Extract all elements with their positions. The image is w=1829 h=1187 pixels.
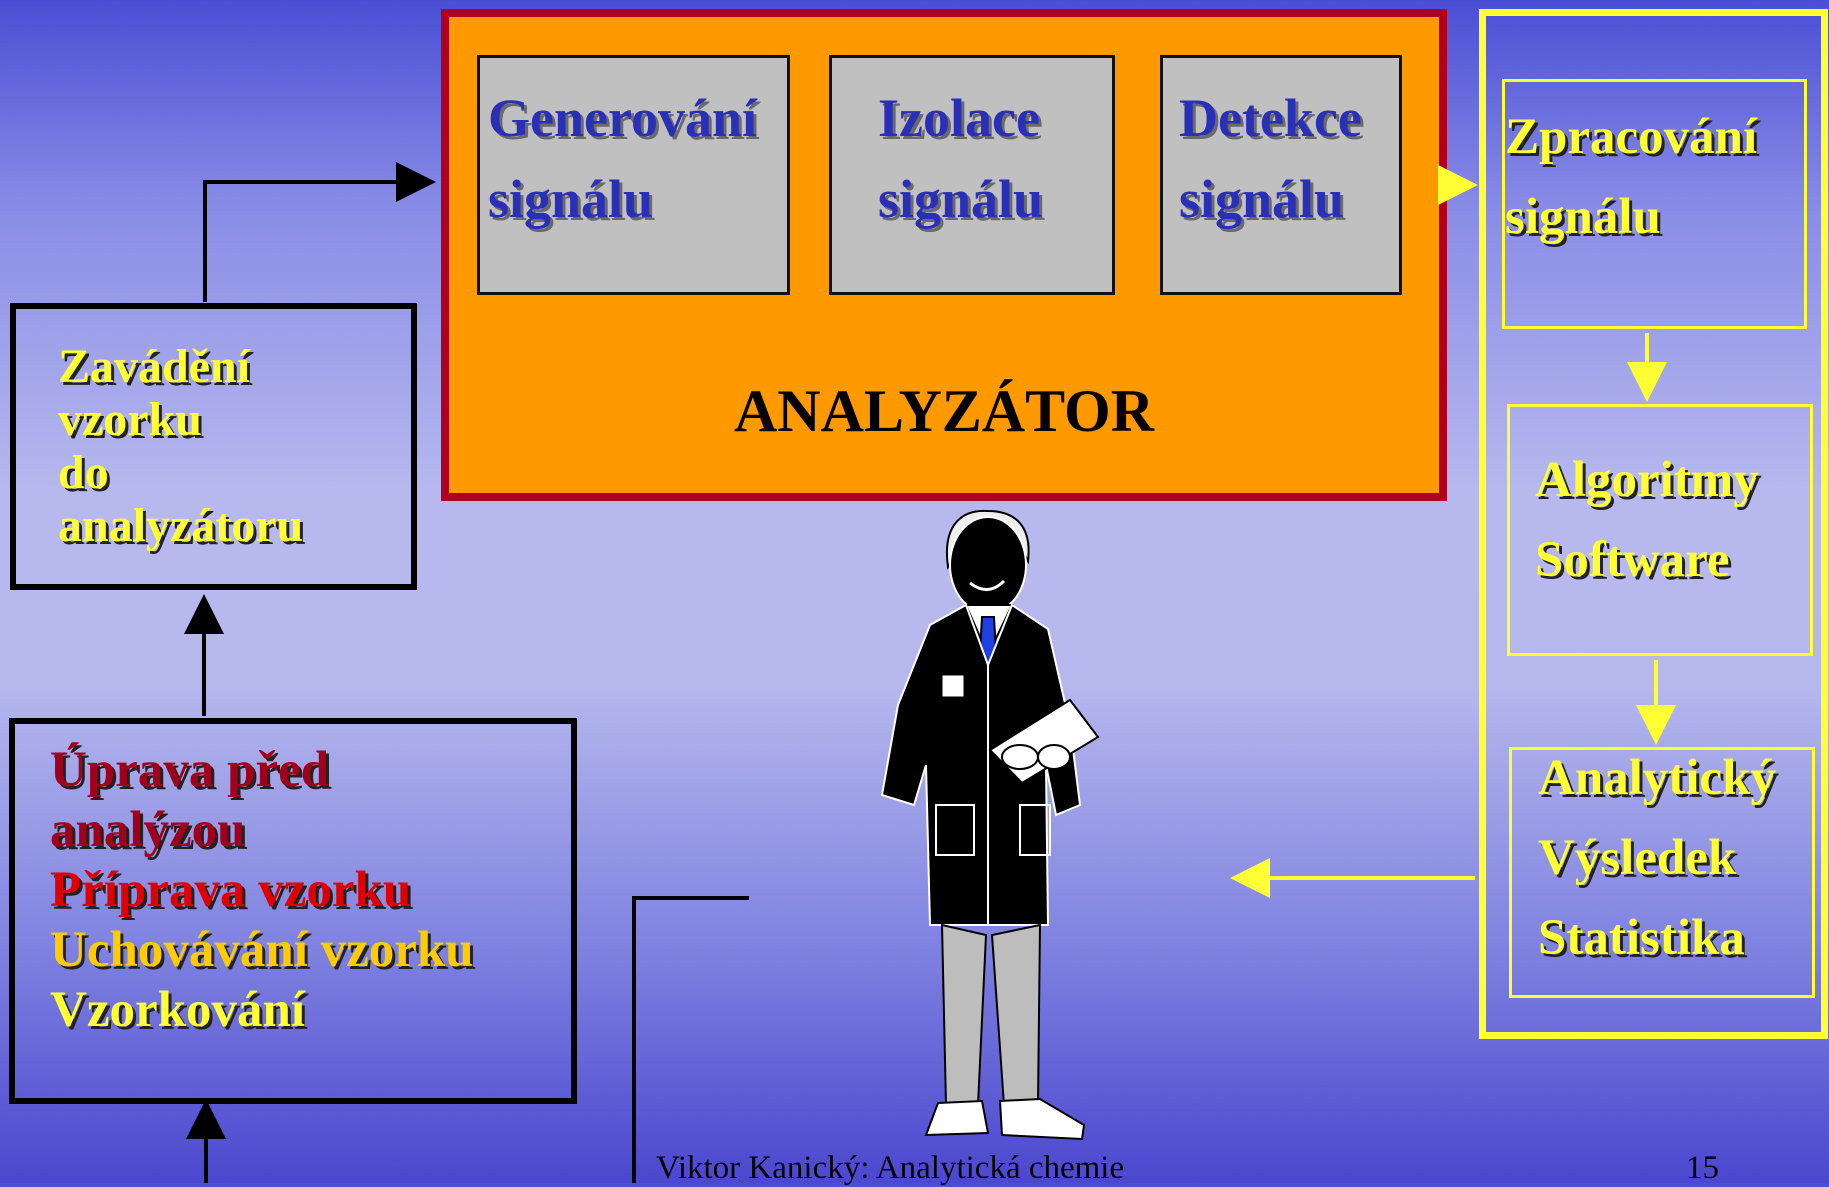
result-line3: Statistika: [1538, 910, 1745, 966]
software-box: [1507, 404, 1813, 656]
result-text: Analytický Výsledek Statistika: [1538, 738, 1776, 978]
signal-processing-line1: Zpracování: [1505, 109, 1758, 165]
arrow-intro-to-analyzer: [203, 162, 436, 302]
step-signal-isolation-line2: signálu: [878, 169, 1044, 229]
software-text: Algoritmy Software: [1535, 440, 1759, 600]
step-signal-generation: Generování signálu: [477, 55, 790, 295]
signal-processing-text: Zpracování signálu: [1505, 97, 1757, 257]
preparation-line5: Vzorkování: [50, 982, 305, 1038]
sample-introduction-line2: vzorku: [58, 393, 202, 446]
step-signal-isolation: Izolace signálu: [829, 55, 1115, 295]
step-signal-detection-line1: Detekce: [1179, 88, 1362, 148]
sample-preparation-box: [9, 718, 577, 1104]
analyzer-block: Generování signálu Izolace signálu Detek…: [441, 9, 1447, 501]
signal-processing-line2: signálu: [1505, 189, 1661, 245]
step-signal-detection: Detekce signálu: [1160, 55, 1402, 295]
software-line2: Software: [1535, 532, 1730, 588]
sample-preparation-text: Úprava před analýzou Příprava vzorku Uch…: [50, 740, 580, 1040]
step-signal-detection-line2: signálu: [1179, 169, 1345, 229]
preparation-line2: analýzou: [50, 802, 246, 858]
sample-introduction-line1: Zavádění: [58, 340, 251, 393]
software-line1: Algoritmy: [1535, 452, 1759, 508]
sample-introduction-box: [10, 303, 417, 590]
result-box: [1509, 747, 1815, 998]
preparation-line1: Úprava před: [50, 742, 330, 798]
step-signal-isolation-line1: Izolace: [878, 88, 1040, 148]
processing-panel: [1479, 9, 1828, 1039]
result-line2: Výsledek: [1538, 830, 1737, 886]
signal-processing-box: [1502, 79, 1807, 329]
sample-introduction-text: Zavádění vzorku do analyzátoru: [58, 340, 398, 552]
preparation-line4: Uchovávání vzorku: [50, 922, 474, 978]
analyzer-title: ANALYZÁTOR: [733, 378, 1155, 444]
step-signal-generation-line2: signálu: [488, 169, 654, 229]
sample-introduction-line3: do: [58, 446, 109, 499]
scientist-in-lab-coat-icon: [880, 509, 1100, 1141]
bracket-line: [632, 896, 749, 1183]
sample-introduction-line4: analyzátoru: [58, 499, 304, 552]
step-signal-generation-line1: Generování: [488, 88, 757, 148]
page-number: 15: [1686, 1150, 1719, 1186]
preparation-line3: Příprava vzorku: [50, 862, 412, 918]
result-line1: Analytický: [1538, 750, 1777, 806]
footer-author: Viktor Kanický: Analytická chemie: [656, 1150, 1125, 1186]
